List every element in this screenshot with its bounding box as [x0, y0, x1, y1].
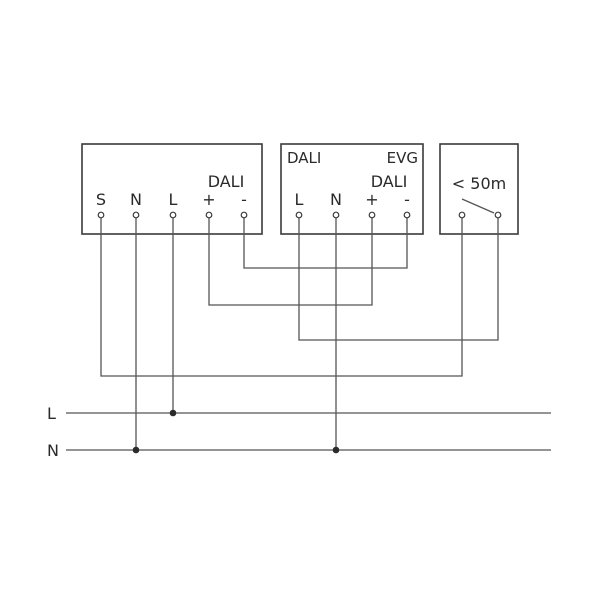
wire-dali-minus — [243, 216, 408, 269]
ballast-dali-minus: - — [404, 190, 410, 209]
ballast-title-left: DALI — [287, 149, 321, 167]
wire-dali-plus — [208, 216, 373, 306]
terminal-s — [97, 211, 105, 219]
ballast-title-right: EVG — [387, 149, 418, 167]
controller-dali-plus: + — [202, 190, 215, 209]
pushbutton-label: < 50m — [452, 174, 506, 193]
pushbutton-box — [439, 143, 519, 235]
controller-dali-label: DALI — [208, 172, 245, 191]
terminal-label-n: N — [130, 190, 142, 209]
terminal-ballast-dali-minus — [403, 211, 411, 219]
ballast-box — [280, 143, 424, 235]
terminal-ballast-l — [295, 211, 303, 219]
ballast-dali-label: DALI — [371, 172, 408, 191]
junction-dot — [132, 446, 140, 454]
switch-contact — [461, 198, 495, 214]
controller-dali-minus: - — [241, 190, 247, 209]
ballast-terminal-l-label: L — [295, 190, 304, 209]
terminal-ballast-n — [332, 211, 340, 219]
wire-s-to-pushbutton — [100, 216, 463, 377]
junction-dot — [332, 446, 340, 454]
terminal-dali-minus — [240, 211, 248, 219]
junction-dot — [169, 409, 177, 417]
terminal-l — [169, 211, 177, 219]
terminal-pushbutton-2 — [494, 211, 502, 219]
terminal-label-l: L — [169, 190, 178, 209]
supply-line-label: L — [47, 404, 56, 423]
ballast-dali-plus: + — [365, 190, 378, 209]
terminal-pushbutton-1 — [458, 211, 466, 219]
terminal-label-s: S — [96, 190, 106, 209]
wire-ballast-l-to-pushbutton — [298, 216, 499, 341]
controller-box — [81, 143, 263, 235]
supply-neutral-label: N — [47, 441, 59, 460]
terminal-n — [132, 211, 140, 219]
ballast-terminal-n-label: N — [330, 190, 342, 209]
terminal-ballast-dali-plus — [368, 211, 376, 219]
terminal-dali-plus — [205, 211, 213, 219]
